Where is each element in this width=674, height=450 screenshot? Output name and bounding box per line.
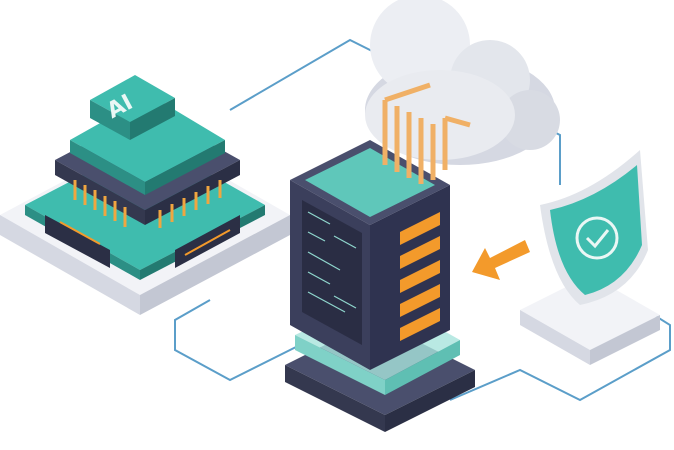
arrow-icon: [472, 240, 530, 280]
server-rack-icon: [285, 140, 475, 432]
data-cables: [382, 82, 471, 184]
shield-check-icon: [520, 150, 660, 365]
ai-chip-icon: AI: [0, 75, 290, 315]
cloud-icon: [365, 0, 560, 165]
